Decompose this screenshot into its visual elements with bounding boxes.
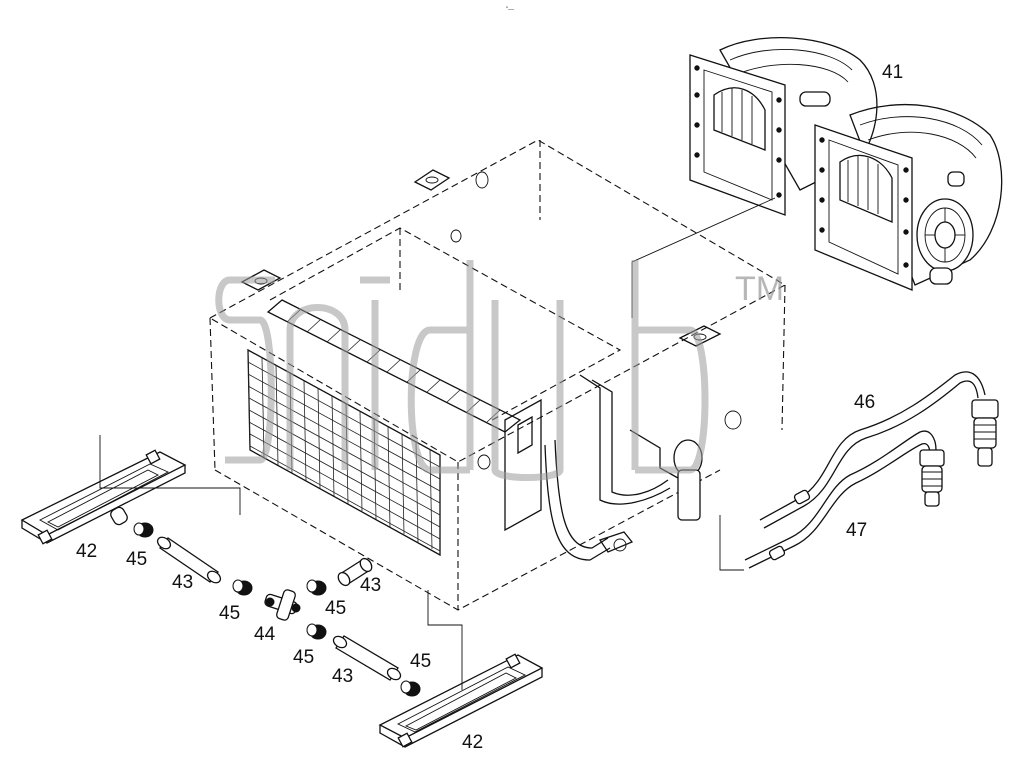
callout-42-left: 42 <box>76 541 97 562</box>
callout-45-e: 45 <box>410 651 431 672</box>
header-mark: ″— <box>506 7 514 13</box>
callout-45-a: 45 <box>126 549 147 570</box>
hose-upper-left <box>156 536 222 584</box>
callout-43-lower: 43 <box>332 666 353 687</box>
hose-clamp-b <box>232 579 253 596</box>
callout-47: 47 <box>846 520 867 541</box>
hose-clamp-d <box>306 623 327 640</box>
pipe-upper-connector <box>971 399 999 467</box>
hose-clamp-e <box>400 680 421 697</box>
callout-45-d: 45 <box>293 647 314 668</box>
blower-rear <box>689 37 878 216</box>
callout-46: 46 <box>854 392 875 413</box>
pipe-upper <box>759 371 999 529</box>
watermark-logo: TM <box>215 260 784 481</box>
callout-43-upper-left: 43 <box>172 572 193 593</box>
blower-unit <box>631 37 1003 318</box>
hose-clamp-c <box>306 579 327 596</box>
blower-front <box>814 104 1003 291</box>
hose-clamp-a <box>133 522 154 538</box>
bracket-bottom <box>378 590 544 748</box>
tee-fitting <box>264 589 301 621</box>
pipe-lower <box>719 430 945 571</box>
mounting-tab-rear <box>413 169 451 191</box>
watermark-trademark: TM <box>735 270 784 308</box>
callout-41: 41 <box>882 62 903 83</box>
callout-45-c: 45 <box>325 598 346 619</box>
pipe-lower-connector <box>919 449 945 507</box>
callout-43-upper-right: 43 <box>360 575 381 596</box>
callout-45-b: 45 <box>219 603 240 624</box>
callout-44: 44 <box>254 624 276 645</box>
callout-labels: 41 42 42 43 43 43 44 45 45 45 45 45 46 4… <box>76 62 903 753</box>
hose-lower <box>332 635 402 681</box>
callout-42-bottom: 42 <box>462 732 483 753</box>
bracket-left <box>20 435 241 545</box>
hose-upper-right <box>337 557 373 587</box>
coolant-hose-set <box>110 506 421 697</box>
